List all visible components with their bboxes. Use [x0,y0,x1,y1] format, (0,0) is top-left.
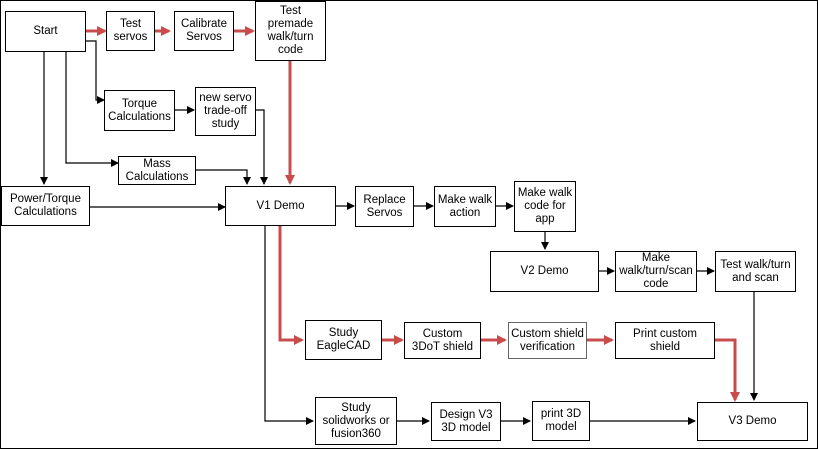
print-custom-shield-node[interactable]: Print custom shield [615,322,715,359]
study-solidworks-fusion360-node[interactable]: Study solidworks or fusion360 [315,397,397,445]
test-servos-node[interactable]: Test servos [106,11,155,51]
custom-shield-verification-node[interactable]: Custom shield verification [508,322,587,359]
arrow-v1-to-solidworks [264,226,314,425]
start-node[interactable]: Start [5,11,86,52]
arrow-mass-to-v1 [196,169,251,185]
test-walk-turn-scan-node[interactable]: Test walk/turn and scan [715,251,796,292]
torque-calculations-node[interactable]: Torque Calculations [104,90,175,131]
make-walk-turn-scan-code-node[interactable]: Make walk/turn/scan code [615,251,697,292]
print-3d-model-node[interactable]: print 3D model [532,401,590,441]
power-torque-calculations-node[interactable]: Power/Torque Calculations [1,186,90,226]
design-v3-3d-model-node[interactable]: Design V3 3D model [431,402,501,441]
arrow-tradeoff-to-v1 [256,109,268,185]
v2-demo-node[interactable]: V2 Demo [490,251,599,292]
custom-3dot-shield-node[interactable]: Custom 3DoT shield [404,322,481,359]
test-premade-code-node[interactable]: Test premade walk/turn code [255,1,326,61]
make-walk-action-node[interactable]: Make walk action [434,186,496,227]
arrow-v1-to-eaglecad [278,226,304,345]
arrow-print-shield-to-v3 [715,338,740,402]
servo-tradeoff-study-node[interactable]: new servo trade-off study [195,87,256,136]
mass-calculations-node[interactable]: Mass Calculations [118,156,196,185]
v1-demo-node[interactable]: V1 Demo [225,186,336,226]
replace-servos-node[interactable]: Replace Servos [355,186,414,227]
arrow-start-to-torque [86,40,105,104]
make-walk-code-for-app-node[interactable]: Make walk code for app [514,181,576,232]
arrow-start-to-mass [65,52,119,167]
study-eaglecad-node[interactable]: Study EagleCAD [305,320,382,360]
v3-demo-node[interactable]: V3 Demo [697,402,808,441]
calibrate-servos-node[interactable]: Calibrate Servos [174,11,234,51]
